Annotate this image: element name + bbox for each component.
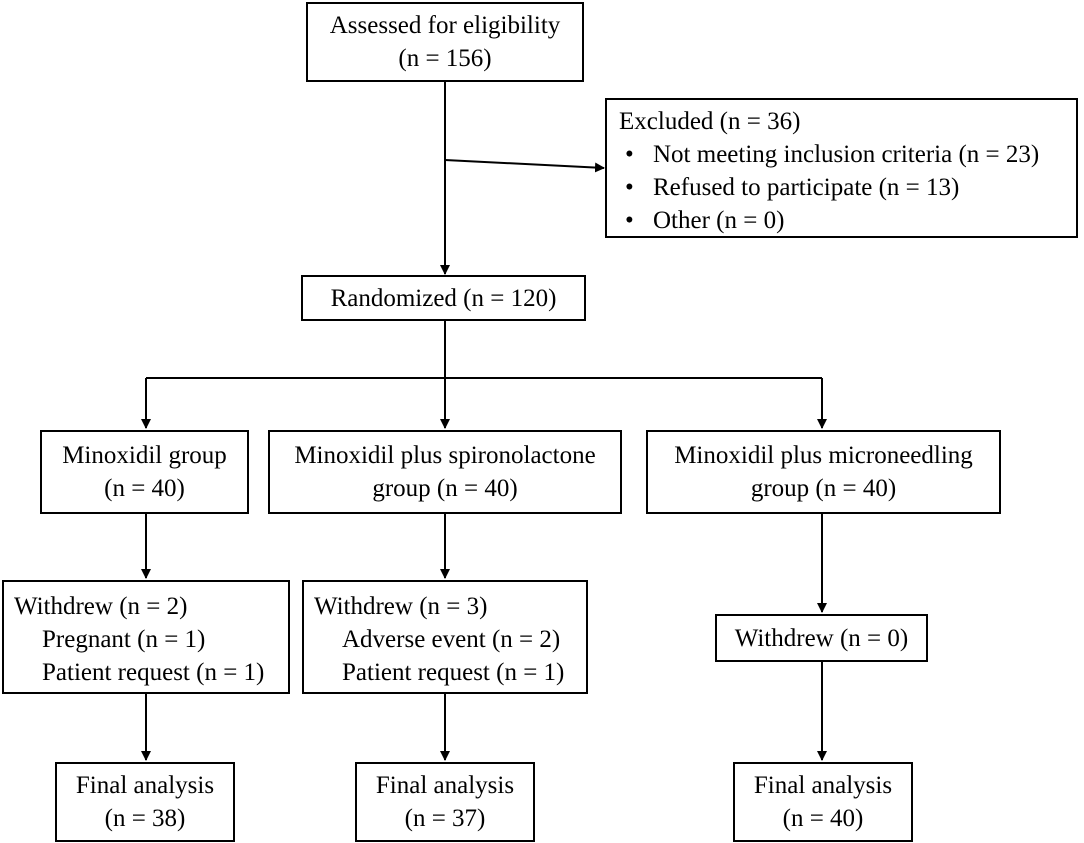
excluded-title: Excluded (n = 36) xyxy=(619,108,801,135)
withdrew-title: Withdrew (n = 2) xyxy=(14,593,188,620)
final-box-group3: Final analysis (n = 40) xyxy=(733,762,913,842)
withdrew-reason: Patient request (n = 1) xyxy=(42,659,265,686)
bullet-icon: • xyxy=(625,141,634,168)
withdrew-reason: Pregnant (n = 1) xyxy=(42,626,206,653)
bullet-icon: • xyxy=(625,207,634,234)
excluded-reason-item: • Not meeting inclusion criteria (n = 23) xyxy=(619,138,1076,171)
group-name: Minoxidil plus spironolactone xyxy=(294,442,596,469)
withdrew-box-group2: Withdrew (n = 3) Adverse event (n = 2) P… xyxy=(302,580,588,694)
group-count: group (n = 40) xyxy=(372,475,518,502)
final-label: Final analysis xyxy=(75,772,215,799)
excluded-reason-text: Other (n = 0) xyxy=(653,207,785,234)
withdrew-box-group1: Withdrew (n = 2) Pregnant (n = 1) Patien… xyxy=(2,580,290,694)
assessed-count: (n = 156) xyxy=(398,45,492,72)
excluded-reason-item: • Refused to participate (n = 13) xyxy=(619,171,1076,204)
excluded-reason-text: Refused to participate (n = 13) xyxy=(653,174,960,201)
final-count: (n = 40) xyxy=(782,805,864,832)
randomized-label: Randomized (n = 120) xyxy=(330,284,557,312)
assessed-title: Assessed for eligibility xyxy=(329,12,561,39)
final-box-group1: Final analysis (n = 38) xyxy=(55,762,235,842)
group-box-minoxidil-microneedling: Minoxidil plus microneedling group (n = … xyxy=(646,430,1001,514)
withdrew-title: Withdrew (n = 3) xyxy=(314,593,488,620)
randomized-box: Randomized (n = 120) xyxy=(301,275,586,321)
final-label: Final analysis xyxy=(375,772,515,799)
excluded-reason-item: • Other (n = 0) xyxy=(619,204,1076,237)
group-box-minoxidil-spironolactone: Minoxidil plus spironolactone group (n =… xyxy=(268,430,622,514)
group-box-minoxidil: Minoxidil group (n = 40) xyxy=(40,430,249,514)
excluded-box: Excluded (n = 36) • Not meeting inclusion… xyxy=(605,98,1078,238)
group-count: (n = 40) xyxy=(104,475,185,502)
withdrew-box-group3: Withdrew (n = 0) xyxy=(715,614,928,662)
final-box-group2: Final analysis (n = 37) xyxy=(355,762,535,842)
group-name: Minoxidil plus microneedling xyxy=(674,442,973,469)
group-name: Minoxidil group xyxy=(62,442,227,469)
final-count: (n = 38) xyxy=(104,805,186,832)
final-label: Final analysis xyxy=(753,772,893,799)
excluded-reason-text: Not meeting inclusion criteria (n = 23) xyxy=(653,141,1040,168)
assessed-box: Assessed for eligibility (n = 156) xyxy=(306,2,584,82)
withdrew-title: Withdrew (n = 0) xyxy=(734,624,909,652)
group-count: group (n = 40) xyxy=(750,475,897,502)
final-count: (n = 37) xyxy=(404,805,486,832)
bullet-icon: • xyxy=(625,174,634,201)
exclusion-arrow xyxy=(444,159,605,173)
withdrew-reason: Patient request (n = 1) xyxy=(342,659,565,686)
withdrew-reason: Adverse event (n = 2) xyxy=(342,626,561,653)
